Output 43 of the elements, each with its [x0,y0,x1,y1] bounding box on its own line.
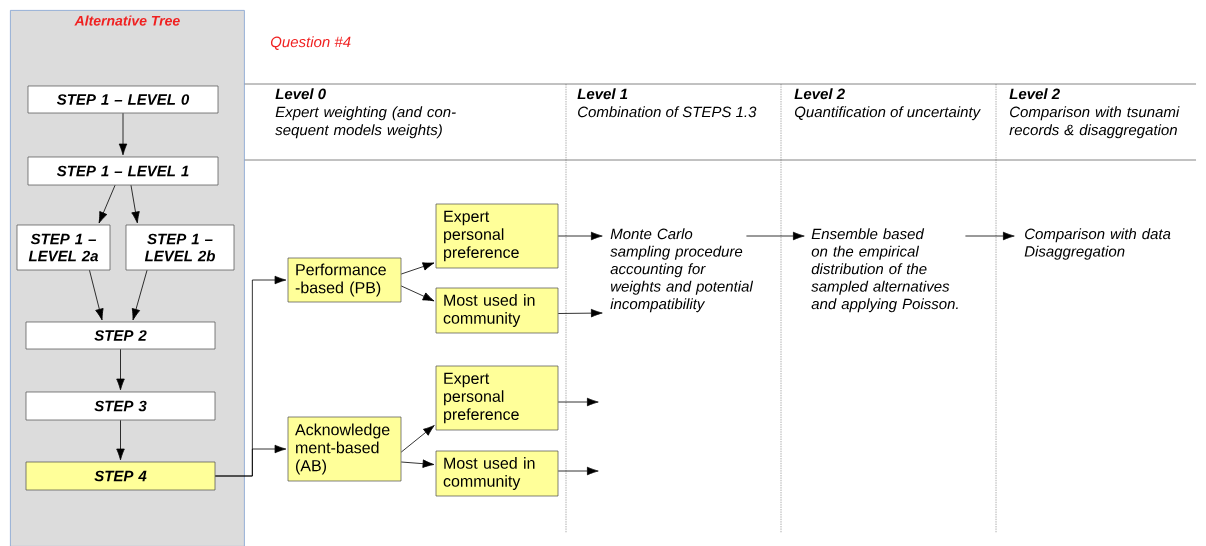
question-label: Question #4 [270,36,351,50]
arrow [557,231,603,241]
column-heading: Level 2 [794,88,845,100]
arrow [400,459,435,468]
arrow [557,308,603,318]
arrow [557,397,599,407]
arrow [400,425,435,453]
arrow [400,285,435,302]
arrow [130,184,140,224]
option-box: Expert personal preference [435,365,559,431]
step-box: STEP 4 [25,461,216,491]
step-box: STEP 1 – LEVEL 1 [27,156,219,186]
note-text: Monte Carlo sampling procedure accounting for weights and potential incompatibility [610,228,754,313]
step-box: STEP 1 – LEVEL 0 [27,85,219,114]
arrow [116,348,125,391]
option-box: Most used in community [435,450,559,497]
arrow [118,112,128,156]
column-description: Combination of STEPS 1.3 [578,106,757,118]
note-text: Comparison with data Disaggregation [1024,228,1171,260]
arrow [131,269,148,321]
column-description: Expert weighting (and con- sequent models weights) [275,106,456,139]
step-box: STEP 3 [25,391,216,421]
arrow [965,231,1015,241]
column-heading: Level 1 [577,88,628,100]
arrow [746,231,805,241]
arrow [89,269,104,321]
option-box: Most used in community [435,287,559,334]
column-description: Quantification of uncertainty [794,106,981,121]
arrow [400,262,435,275]
option-box: Expert personal preference [435,203,559,269]
column-description: Comparison with tsunami records & disaggregation [1009,106,1180,139]
note-text: Ensemble based on the empirical distribution of the sampled alternatives and applying Poisson. [811,228,958,313]
option-box: Performance -based (PB) [287,257,402,303]
column-heading: Level 0 [275,88,326,100]
step-box: STEP 1 – LEVEL 2a [16,224,111,271]
step-box: STEP 1 – LEVEL 2b [125,224,235,271]
arrow [214,444,287,477]
option-box: Acknowledge ment-based (AB) [287,416,402,482]
arrow [116,419,125,461]
arrow [557,466,599,476]
column-heading: Level 2 [1009,88,1060,100]
step-box: STEP 2 [25,321,216,350]
arrow [98,184,116,224]
